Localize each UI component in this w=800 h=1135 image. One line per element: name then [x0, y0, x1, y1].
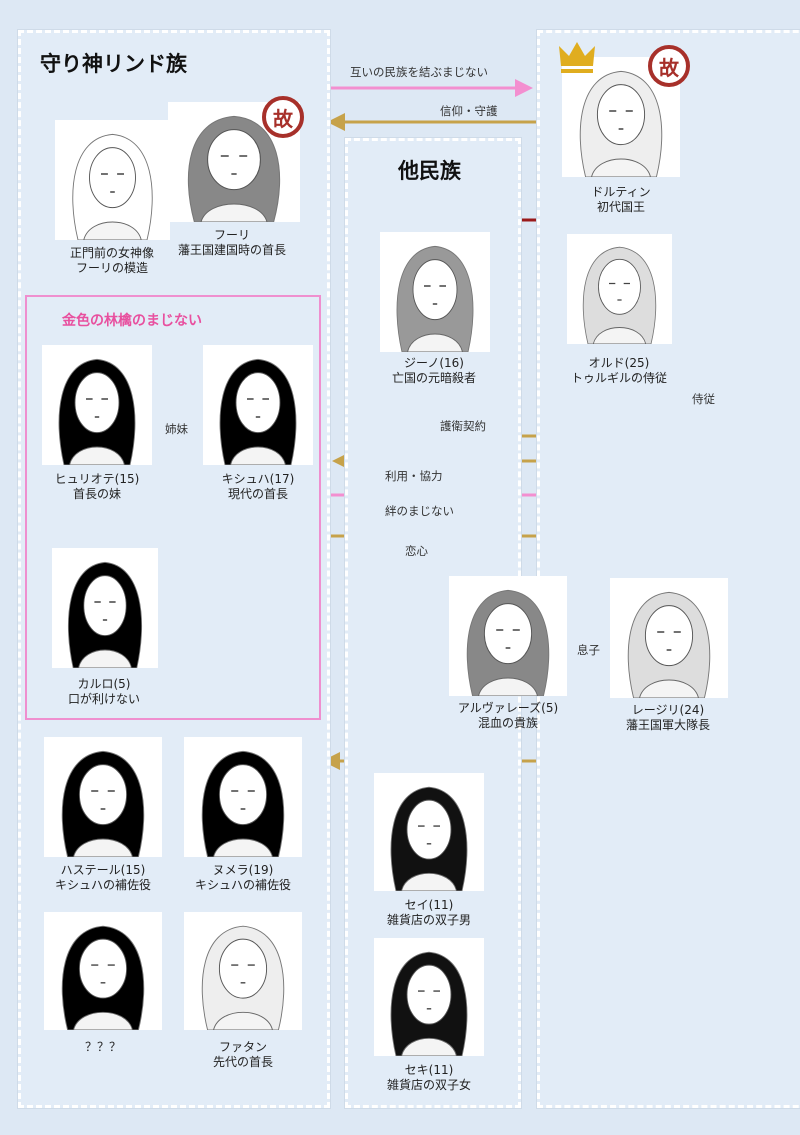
character-illustration — [582, 246, 657, 344]
character-name: レージリ(24) — [631, 703, 705, 717]
character-label-karuro: カルロ(5)口が利けない — [68, 677, 140, 707]
character-illustration — [390, 951, 468, 1056]
group-title-others: 他民族 — [398, 158, 461, 183]
character-role: 雑貨店の双子女 — [386, 1078, 472, 1092]
character-role: 藩王国建国時の首長 — [177, 243, 287, 257]
character-role: 雑貨店の双子男 — [386, 913, 472, 927]
portrait-alvarez — [449, 576, 567, 696]
character-illustration — [396, 245, 474, 352]
character-illustration — [68, 561, 142, 668]
character-name: ヌメラ(19) — [212, 863, 274, 877]
group-kingdom — [537, 30, 800, 1108]
character-name: キシュハ(17) — [221, 472, 295, 486]
character-name: ハステール(15) — [60, 863, 146, 877]
character-label-numera: ヌメラ(19)キシュハの補佐役 — [195, 863, 291, 893]
character-name: ？？？ — [84, 1040, 122, 1054]
character-illustration — [627, 591, 711, 698]
character-name: ファタン — [218, 1040, 268, 1054]
relation-label: 息子 — [577, 643, 600, 657]
character-role: 先代の首長 — [212, 1055, 274, 1069]
group-golden-apple — [25, 295, 321, 720]
character-label-reijiri: レージリ(24)藩王国軍大隊長 — [626, 703, 710, 733]
character-role: 口が利けない — [67, 692, 141, 706]
portrait-kishuha — [203, 345, 313, 465]
deceased-badge-dorutin: 故 — [648, 45, 690, 87]
relation-label: 姉妹 — [165, 422, 188, 436]
character-role: キシュハの補佐役 — [54, 878, 152, 892]
portrait-reijiri — [610, 578, 728, 698]
character-role: フーリの模造 — [75, 261, 149, 275]
character-illustration — [72, 133, 153, 240]
portrait-unknown — [44, 912, 162, 1030]
portrait-orudo — [567, 234, 672, 344]
relation-label: 絆のまじない — [385, 504, 454, 518]
character-name: カルロ(5) — [77, 677, 131, 691]
character-illustration — [187, 115, 281, 222]
character-label-fatan: ファタン先代の首長 — [213, 1040, 273, 1070]
portrait-sei — [374, 773, 484, 891]
character-name: セキ(11) — [404, 1063, 454, 1077]
character-illustration — [61, 925, 145, 1030]
character-role: 首長の妹 — [72, 487, 122, 501]
character-role: 混血の貴族 — [477, 716, 538, 730]
character-name: ドルティン — [591, 185, 651, 199]
character-role: 現代の首長 — [227, 487, 289, 501]
character-label-sei: セイ(11)雑貨店の双子男 — [387, 898, 471, 928]
character-illustration — [390, 786, 468, 891]
portrait-dorutin — [562, 57, 680, 177]
portrait-karuro — [52, 548, 158, 668]
character-label-dorutin: ドルティン初代国王 — [591, 185, 650, 215]
character-illustration — [201, 925, 285, 1030]
character-role: トゥルギルの侍従 — [570, 371, 668, 385]
portrait-seki — [374, 938, 484, 1056]
portrait-jino — [380, 232, 490, 352]
character-illustration — [201, 750, 285, 857]
portrait-statue — [55, 120, 170, 240]
relation-label: 信仰・守護 — [440, 104, 498, 118]
character-name: 正門前の女神像 — [69, 246, 155, 260]
character-role: 初代国王 — [596, 200, 645, 214]
character-role: キシュハの補佐役 — [194, 878, 292, 892]
portrait-fatan — [184, 912, 302, 1030]
group-title-guardian: 守り神リンド族 — [40, 51, 187, 76]
relation-label: 恋心 — [405, 544, 428, 558]
character-name: オルド(25) — [588, 356, 650, 370]
character-name: フーリ — [213, 228, 251, 242]
character-label-hasuteru: ハステール(15)キシュハの補佐役 — [55, 863, 151, 893]
character-name: ヒュリオテ(15) — [54, 472, 140, 486]
relation-label: 互いの民族を結ぶまじない — [350, 65, 488, 79]
portrait-numera — [184, 737, 302, 857]
portrait-hasuteru — [44, 737, 162, 857]
relation-label: 利用・協力 — [385, 469, 443, 483]
portrait-hyuriote — [42, 345, 152, 465]
character-label-kishuha: キシュハ(17)現代の首長 — [222, 472, 295, 502]
character-illustration — [579, 70, 663, 177]
relation-label: 護衛契約 — [440, 419, 486, 433]
deceased-badge-fuuri: 故 — [262, 96, 304, 138]
character-label-orudo: オルド(25)トゥルギルの侍従 — [571, 356, 667, 386]
character-label-statue: 正門前の女神像フーリの模造 — [70, 246, 154, 276]
group-title-golden-apple: 金色の林檎のまじない — [62, 313, 202, 329]
character-name: ジーノ(16) — [404, 356, 464, 370]
character-label-hyuriote: ヒュリオテ(15)首長の妹 — [55, 472, 140, 502]
character-name: セイ(11) — [404, 898, 454, 912]
character-label-fuuri: フーリ藩王国建国時の首長 — [178, 228, 286, 258]
character-label-unknown: ？？？ — [85, 1040, 121, 1055]
character-label-alvarez: アルヴァレーズ(5)混血の貴族 — [458, 701, 558, 731]
character-role: 亡国の元暗殺者 — [391, 371, 477, 385]
relation-label: 侍従 — [692, 392, 715, 406]
character-label-jino: ジーノ(16)亡国の元暗殺者 — [392, 356, 476, 386]
character-illustration — [466, 589, 550, 696]
character-label-seki: セキ(11)雑貨店の双子女 — [387, 1063, 471, 1093]
character-illustration — [219, 358, 297, 465]
character-illustration — [61, 750, 145, 857]
character-illustration — [58, 358, 136, 465]
character-name: アルヴァレーズ(5) — [457, 701, 559, 715]
character-role: 藩王国軍大隊長 — [625, 718, 711, 732]
crown-icon — [559, 42, 595, 73]
